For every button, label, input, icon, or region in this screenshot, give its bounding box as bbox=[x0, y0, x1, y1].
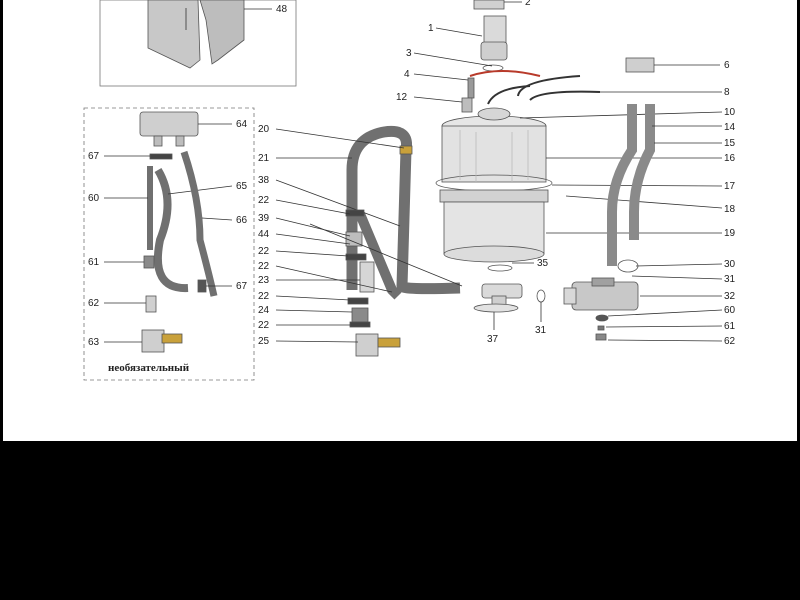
callout-14: 14 bbox=[724, 122, 736, 133]
callout-37: 37 bbox=[487, 334, 499, 345]
callout-87: 67 bbox=[88, 151, 100, 162]
callout-39: 39 bbox=[258, 213, 270, 224]
callout-16: 16 bbox=[724, 153, 736, 164]
callout-23: 23 bbox=[258, 275, 270, 286]
callout-4: 4 bbox=[404, 69, 410, 80]
callout-20: 20 bbox=[258, 124, 270, 135]
callout-31-right: 31 bbox=[724, 274, 736, 285]
callout-12: 12 bbox=[396, 92, 408, 103]
callout-2: 2 bbox=[525, 0, 531, 8]
callout-17: 17 bbox=[724, 181, 736, 192]
cylinder-16-19 bbox=[435, 107, 723, 263]
top-detail-box bbox=[99, 0, 297, 87]
callout-10: 10 bbox=[724, 107, 736, 118]
optional-kit-box bbox=[83, 107, 255, 381]
callout-61: 61 bbox=[88, 257, 100, 268]
callout-22-d: 22 bbox=[258, 291, 270, 302]
optional-kit-parts bbox=[104, 111, 233, 353]
callout-1: 1 bbox=[428, 23, 434, 34]
parts-35-37-31 bbox=[473, 262, 546, 330]
callout-25: 25 bbox=[258, 336, 270, 347]
callout-48: 48 bbox=[276, 4, 288, 15]
callout-8: 8 bbox=[724, 87, 730, 98]
callout-66: 66 bbox=[236, 215, 248, 226]
parts-14-15-hoses bbox=[607, 104, 722, 266]
part-48-plates bbox=[147, 0, 272, 69]
callout-35: 35 bbox=[537, 258, 549, 269]
callout-65: 65 bbox=[236, 181, 248, 192]
callout-22-e: 22 bbox=[258, 320, 270, 331]
callout-63: 63 bbox=[88, 337, 100, 348]
callout-22-a: 22 bbox=[258, 195, 270, 206]
callout-22-c: 22 bbox=[258, 261, 270, 272]
callout-21: 21 bbox=[258, 153, 270, 164]
part-2-1-connector bbox=[435, 0, 522, 61]
callout-24: 24 bbox=[258, 305, 270, 316]
callout-60: 60 bbox=[88, 193, 100, 204]
callout-18: 18 bbox=[724, 204, 736, 215]
callout-31-center: 31 bbox=[535, 325, 547, 336]
callout-38: 38 bbox=[258, 175, 270, 186]
part-6 bbox=[625, 57, 720, 73]
callout-15: 15 bbox=[724, 138, 736, 149]
callout-62: 62 bbox=[88, 298, 100, 309]
callout-6: 6 bbox=[724, 60, 730, 71]
callout-30: 30 bbox=[724, 259, 736, 270]
parts-20-21-38-hoses bbox=[275, 125, 461, 300]
callout-32: 32 bbox=[724, 291, 736, 302]
callout-labels: 48 2 1 3 4 12 6 8 10 14 15 16 17 18 19 3… bbox=[88, 0, 736, 374]
callout-58: 44 bbox=[258, 229, 270, 240]
callout-19: 19 bbox=[724, 228, 736, 239]
callout-67: 67 bbox=[236, 281, 248, 292]
parts-3-4-8-12-wires bbox=[413, 52, 722, 113]
callout-44: 62 bbox=[724, 336, 736, 347]
optional-kit-label: необязательный bbox=[108, 362, 190, 374]
callout-42: 60 bbox=[724, 305, 736, 316]
center-fittings-stack bbox=[275, 199, 463, 357]
callout-43: 61 bbox=[724, 321, 736, 332]
callout-3: 3 bbox=[406, 48, 412, 59]
callout-64: 64 bbox=[236, 119, 248, 130]
callout-22-b: 22 bbox=[258, 246, 270, 257]
valve-32 bbox=[563, 259, 723, 342]
